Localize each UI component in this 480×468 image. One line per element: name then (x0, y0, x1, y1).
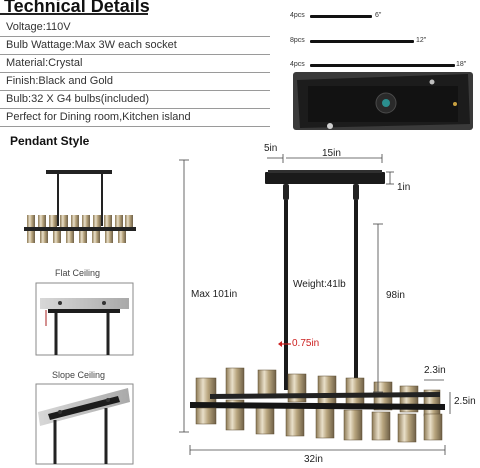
dim-max-height: Max 101in (191, 289, 238, 300)
rod-length-2: 12" (416, 37, 427, 44)
dim-canopy-offset: 5in (264, 143, 278, 154)
section-title: Technical Details (4, 0, 150, 16)
spec-divider (0, 108, 270, 109)
spec-divider (0, 90, 270, 91)
dim-rod-length: 98in (386, 290, 405, 301)
rod-bar-long (310, 64, 455, 67)
slope-ceiling-label: Slope Ceiling (52, 370, 106, 380)
flat-ceiling-figure (35, 282, 134, 356)
dim-rod-diameter: 0.75in (292, 338, 320, 349)
spec-wattage: Bulb Wattage:Max 3W each socket (6, 39, 177, 51)
rod-qty-1: 4pcs (290, 12, 305, 19)
flat-ceiling-label: Flat Ceiling (55, 268, 101, 278)
pendant-style-label: Pendant Style (10, 134, 90, 148)
rod-length-1: 6" (375, 12, 382, 19)
dim-crystal-height: 2.5in (454, 396, 476, 407)
slope-ceiling-figure (35, 383, 134, 465)
spec-divider (0, 126, 270, 127)
spec-finish: Finish:Black and Gold (6, 75, 113, 87)
rod-diameter-marker (278, 341, 291, 347)
rod-length-3: 18" (456, 61, 467, 68)
main-chandelier (190, 170, 445, 443)
title-underline (0, 13, 148, 15)
dim-total-length: 32in (304, 454, 323, 465)
rod-qty-2: 8pcs (290, 37, 305, 44)
dim-canopy-length: 15in (322, 148, 341, 159)
rod-bar-medium (310, 40, 414, 43)
rod-bar-short (310, 15, 372, 18)
dimension-lines (179, 154, 451, 455)
rod-qty-3: 4pcs (290, 61, 305, 68)
canopy-closeup (293, 72, 473, 130)
spec-bulb: Bulb:32 X G4 bulbs(included) (6, 93, 150, 105)
thumbnail-chandelier (24, 170, 136, 243)
spec-divider (0, 54, 270, 55)
spec-divider (0, 72, 270, 73)
spec-voltage: Voltage:110V (6, 21, 71, 33)
spec-divider (0, 36, 270, 37)
dim-crystal-width: 2.3in (424, 365, 446, 376)
dim-canopy-height: 1in (397, 182, 411, 193)
spec-usage: Perfect for Dining room,Kitchen island (6, 111, 191, 123)
spec-material: Material:Crystal (6, 57, 83, 69)
dim-weight: Weight:41lb (293, 279, 346, 290)
